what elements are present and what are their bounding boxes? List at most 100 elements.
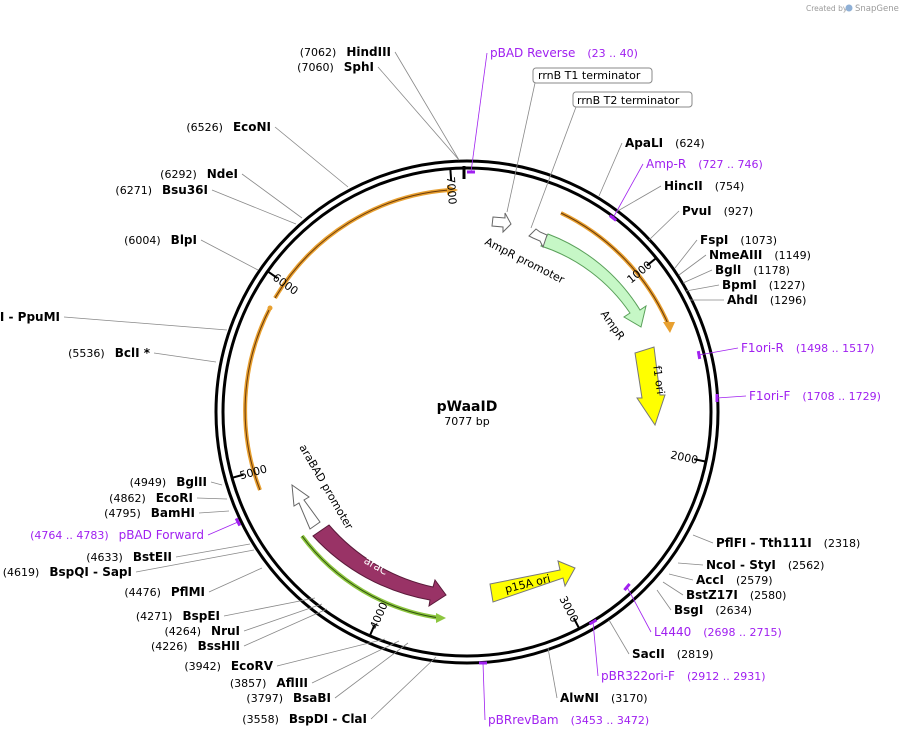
site-left[interactable]: BstEII (4633) (86, 543, 251, 564)
site-leader (175, 543, 251, 558)
site-left[interactable]: SphI (7060) (297, 60, 460, 161)
site-right[interactable]: AhdI(1296) (690, 293, 806, 307)
site-position: (4271) (136, 610, 173, 623)
site-left[interactable]: PflMI(4476) (124, 567, 263, 599)
feature-leaders (506, 82, 577, 229)
site-leader (153, 352, 217, 363)
primer[interactable]: pBRrevBam(3453 .. 3472) (479, 661, 649, 728)
site-name: SphI (344, 60, 374, 74)
primer[interactable]: pBAD Reverse(23 .. 40) (467, 46, 638, 174)
feature-ampr-promoter-b[interactable] (528, 228, 548, 249)
site-left[interactable]: BspQI - SapI(4619) (3, 549, 255, 579)
site-name: EcoRI (156, 491, 193, 505)
primer-range: (4764 .. 4783) (30, 529, 109, 542)
site-leader (135, 549, 255, 573)
primer[interactable]: F1ori-R(1498 .. 1517) (696, 341, 875, 360)
primer-name: F1ori-R (741, 341, 784, 355)
site-leader (678, 254, 707, 276)
primer-range: (2698 .. 2715) (703, 626, 782, 639)
site-leader (685, 284, 720, 292)
site-name: EcoRV (231, 659, 274, 673)
site-leader (196, 497, 228, 500)
feature-arabad-promoter[interactable] (291, 483, 321, 530)
primer-range: (23 .. 40) (587, 47, 638, 60)
site-position: (4633) (86, 551, 123, 564)
site-right[interactable]: BglI(1178) (682, 263, 790, 284)
site-position: (1149) (774, 249, 811, 262)
site-position: (4226) (151, 640, 188, 653)
site-position: (1073) (740, 234, 777, 247)
primer-range: (727 .. 746) (698, 158, 763, 171)
site-right[interactable]: ApaLI(624) (598, 136, 705, 197)
site-left[interactable]: BssHII (4226) (151, 608, 328, 653)
site-left[interactable]: NruI(4264) (164, 603, 323, 638)
site-left[interactable]: BclI *(5536) (68, 346, 217, 363)
site-left[interactable]: BamHI(4795) (104, 506, 230, 520)
right-sites: ApaLI(624)HincII(754)PvuI(927)FspI(1073)… (547, 136, 860, 705)
site-right[interactable]: NmeAIII(1149) (678, 248, 811, 276)
site-right[interactable]: PvuI(927) (648, 204, 753, 241)
site-leader (370, 656, 437, 720)
site-right[interactable]: NcoI - StyI(2562) (677, 558, 824, 572)
tick-mark (267, 270, 279, 280)
site-right[interactable]: PflFI - Tth111I(2318) (692, 534, 860, 550)
leader-rrnb-t2 (530, 106, 577, 229)
site-right[interactable]: AlwNI(3170) (547, 647, 648, 705)
primer[interactable]: F1ori-F(1708 .. 1729) (715, 389, 881, 403)
site-left[interactable]: AflIII(3857) (230, 640, 400, 690)
primer[interactable]: pBAD Forward(4764 .. 4783) (30, 517, 242, 542)
tick-label: 6000 (270, 271, 300, 298)
feature-ampr-promoter[interactable] (491, 212, 512, 234)
feature-f1-ori[interactable] (634, 346, 666, 427)
site-right[interactable]: BsgI(2634) (656, 589, 752, 617)
site-left[interactable]: BsaBI(3797) (246, 642, 409, 705)
primer[interactable]: Amp-R(727 .. 746) (608, 157, 763, 222)
site-right[interactable]: FspI(1073) (674, 233, 777, 269)
site-leader (682, 269, 713, 284)
site-leader (648, 210, 680, 241)
site-leader (668, 573, 694, 581)
site-position: (3942) (184, 660, 221, 673)
site-name: BstEII (133, 550, 172, 564)
primer-leader (716, 395, 747, 399)
site-left[interactable]: EcoRI(4862) (109, 491, 228, 505)
site-name: NruI (211, 624, 240, 638)
site-right[interactable]: BstZ17I(2580) (662, 581, 786, 602)
site-left[interactable]: EcoRV (3942) (184, 638, 386, 673)
site-leader (615, 185, 662, 213)
site-name: BssHII (198, 639, 240, 653)
feature-p15a-ori[interactable] (489, 560, 576, 603)
orf-arc-top (273, 188, 450, 300)
site-left[interactable]: NdeI(6292) (160, 167, 303, 219)
site-left[interactable]: BlpI(6004) (124, 233, 259, 271)
site-name: BsgI (674, 603, 703, 617)
site-name: BglI (715, 263, 741, 277)
site-left[interactable]: EcoO109I - PpuMI(5681) (0, 310, 228, 331)
site-position: (7060) (297, 61, 334, 74)
site-left[interactable]: Bsu36I(6271) (115, 183, 297, 225)
feature-ampr[interactable] (540, 233, 647, 328)
feature-rrnb-t2-label: rrnB T2 terminator (577, 94, 680, 107)
site-left[interactable]: BspDI - ClaI(3558) (242, 656, 437, 726)
site-right[interactable]: HincII(754) (615, 179, 744, 213)
site-right[interactable]: SacII(2819) (608, 619, 713, 661)
site-position: (4949) (130, 476, 167, 489)
site-left[interactable]: BspEI(4271) (136, 597, 316, 623)
site-left[interactable]: EcoNI(6526) (186, 120, 349, 188)
primer-range: (1708 .. 1729) (802, 390, 881, 403)
site-left[interactable]: HindIII(7062) (300, 45, 460, 161)
feature-arac[interactable] (312, 524, 447, 608)
site-right[interactable]: AccI(2579) (668, 573, 773, 587)
orf-arc-right-core (560, 212, 670, 327)
site-left[interactable]: BglII(4949) (130, 475, 223, 489)
primer-leader (626, 586, 652, 633)
site-right[interactable]: BpmI(1227) (685, 278, 805, 292)
site-leader (692, 534, 714, 544)
tick-mark (693, 458, 707, 463)
site-leader (311, 640, 400, 684)
primer[interactable]: L4440(2698 .. 2715) (623, 582, 782, 639)
site-leader (274, 126, 349, 188)
primer[interactable]: pBR322ori-F(2912 .. 2931) (588, 618, 766, 683)
site-leader (598, 142, 623, 197)
